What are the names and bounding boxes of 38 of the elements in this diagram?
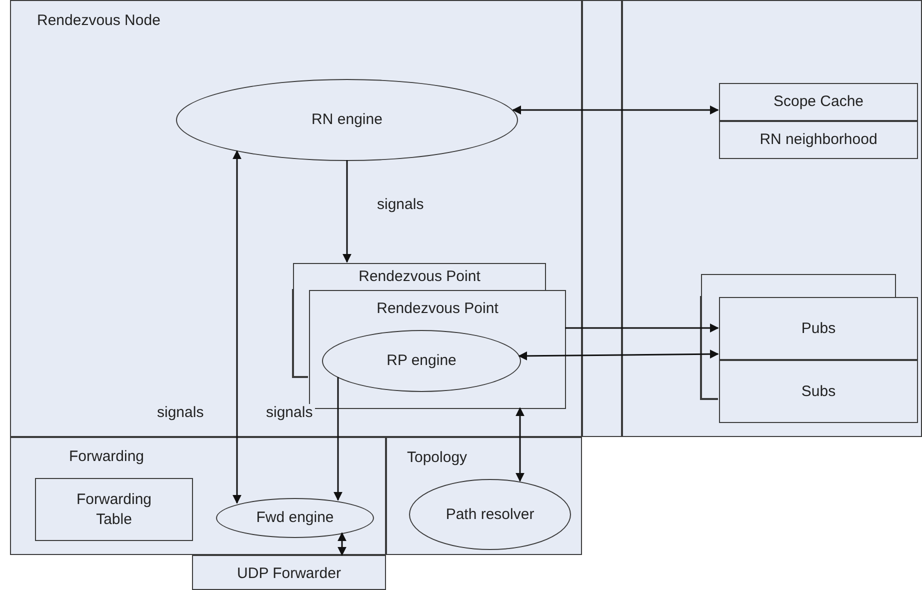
node-label: Topology (407, 448, 468, 468)
node-label: Path resolver (446, 504, 534, 524)
node-label: RP engine (386, 351, 456, 371)
arrow (512, 106, 719, 114)
edge-label: signals (264, 404, 315, 421)
node-label: Scope Cache (773, 92, 864, 112)
rendezvous-point-box (293, 263, 546, 290)
arrow (342, 160, 352, 263)
table-box (719, 83, 918, 121)
node-label: Forwarding (69, 447, 144, 466)
node-label: RN engine (312, 110, 382, 130)
forwarding-box (10, 437, 386, 555)
node-label: Rendezvous Point (358, 267, 480, 286)
node-label: RN neighborhood (760, 130, 878, 150)
node-label: UDP Forwarder (237, 564, 341, 584)
node-label: Subs (801, 382, 836, 402)
node-label: Pubs (801, 318, 836, 338)
arrow (518, 350, 719, 360)
node-label: Rendezvous Point (376, 299, 498, 318)
stacked-box (701, 274, 896, 297)
table-box (719, 297, 918, 360)
table-box (719, 360, 918, 423)
rendezvous-node-box (10, 0, 582, 437)
table-box (719, 121, 918, 159)
forwarder-box (192, 555, 386, 590)
node-label: Forwarding Table (75, 490, 153, 529)
edge-label: signals (155, 404, 206, 421)
node-label: Fwd engine (256, 508, 334, 528)
edge-label: signals (375, 196, 426, 213)
node-label: Rendezvous Node (37, 11, 160, 30)
arrow (232, 150, 242, 504)
arrow (338, 532, 346, 556)
database-box (622, 0, 922, 437)
arrow (334, 377, 342, 501)
arrow (565, 324, 719, 332)
topology-box (386, 437, 582, 555)
arrow (516, 407, 524, 482)
table-box (35, 478, 193, 541)
